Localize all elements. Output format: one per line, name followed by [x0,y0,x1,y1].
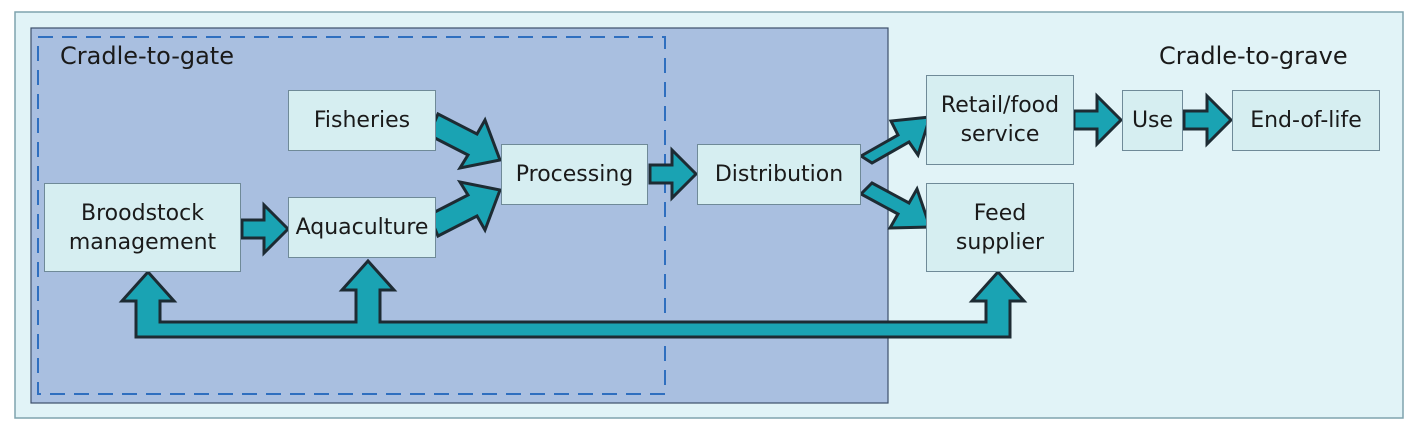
node-broodstock-label: Broodstock management [68,200,217,255]
node-aquaculture-label: Aquaculture [295,215,429,240]
node-end-of-life-label: End-of-life [1250,108,1362,133]
node-feed-label: Feed supplier [955,200,1045,255]
feedback-arrow [118,258,1028,339]
node-fisheries-label: Fisheries [313,108,411,133]
arrows [118,92,1234,339]
node-use-label: Use [1131,108,1174,133]
node-distribution: Distribution [697,144,861,205]
node-use: Use [1122,90,1183,151]
node-feed: Feed supplier [926,183,1074,272]
node-processing-label: Processing [515,162,634,187]
node-processing: Processing [501,144,648,205]
node-retail-label: Retail/food service [940,93,1060,147]
node-aquaculture: Aquaculture [288,197,436,258]
node-end-of-life: End-of-life [1232,90,1380,151]
arrow-distribution-feed [858,181,933,230]
arrow-broodstock-aquaculture [240,201,291,257]
node-distribution-label: Distribution [714,162,844,187]
arrow-retail-use [1072,92,1124,148]
cradle-to-gate-label: Cradle-to-gate [60,42,234,70]
cradle-to-gate-boundary [37,36,666,395]
cradle-to-grave-label: Cradle-to-grave [1159,42,1348,70]
node-broodstock: Broodstock management [44,183,241,272]
arrow-distribution-retail [858,115,933,165]
node-retail: Retail/food service [926,75,1074,165]
arrow-aquaculture-processing [427,179,503,239]
node-fisheries: Fisheries [288,90,436,151]
arrow-processing-distribution [648,146,699,202]
arrow-use-endoflife [1182,92,1234,148]
